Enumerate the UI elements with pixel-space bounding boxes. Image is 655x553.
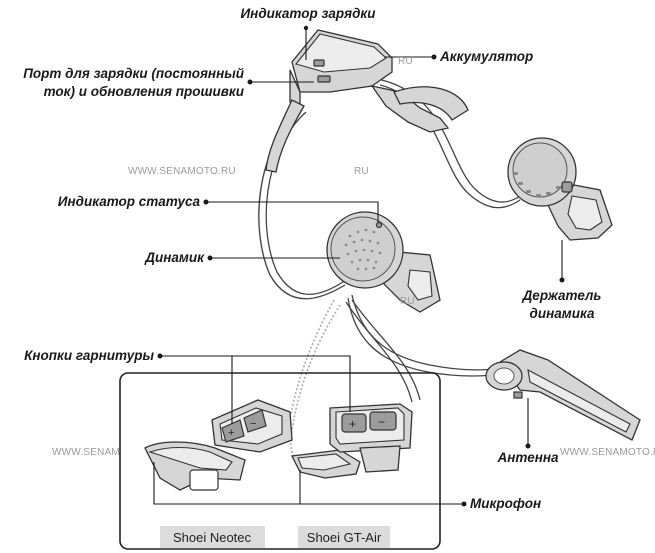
svg-text:−: − bbox=[378, 415, 385, 429]
svg-text:+: + bbox=[228, 427, 234, 439]
charging-port bbox=[318, 76, 330, 82]
label-speaker: Динамик bbox=[144, 250, 205, 265]
label-speaker-holder-line1: Держатель bbox=[522, 288, 602, 303]
label-battery: Аккумулятор bbox=[439, 49, 533, 64]
antenna bbox=[486, 350, 640, 440]
label-headset-buttons: Кнопки гарнитуры bbox=[24, 348, 154, 363]
caption-gt-air: Shoei GT-Air bbox=[298, 526, 390, 548]
neotec-kit: + − bbox=[145, 400, 292, 490]
watermark: RU bbox=[398, 56, 413, 67]
gt-air-minus-button[interactable]: − bbox=[370, 412, 396, 430]
label-charge-indicator: Индикатор зарядки bbox=[240, 6, 376, 21]
speaker-holder bbox=[508, 138, 612, 240]
label-status-indicator: Индикатор статуса bbox=[58, 194, 201, 209]
svg-text:+: + bbox=[349, 417, 356, 431]
gt-air-plus-button[interactable]: + bbox=[342, 414, 366, 432]
label-microphone: Микрофон bbox=[470, 496, 541, 511]
watermark: WWW.SENAMOTO.RU bbox=[560, 447, 655, 458]
label-speaker-holder-line2: динамика bbox=[529, 306, 594, 321]
gt-air-kit: + − bbox=[292, 404, 412, 478]
label-port-line2: ток) и обновления прошивки bbox=[44, 84, 245, 99]
label-antenna: Антенна bbox=[496, 450, 559, 465]
svg-text:Shoei Neotec: Shoei Neotec bbox=[173, 530, 252, 545]
speaker bbox=[327, 212, 440, 312]
caption-neotec: Shoei Neotec bbox=[160, 526, 265, 548]
charge-indicator-led bbox=[314, 60, 324, 66]
watermark: WWW.SENAMOTO.RU bbox=[128, 166, 236, 177]
battery-unit bbox=[266, 30, 468, 172]
label-port-line1: Порт для зарядки (постоянный bbox=[23, 66, 245, 81]
status-indicator-led bbox=[377, 223, 382, 228]
watermark: RU bbox=[354, 166, 369, 177]
svg-text:−: − bbox=[250, 418, 256, 430]
svg-text:Shoei GT-Air: Shoei GT-Air bbox=[307, 530, 382, 545]
watermark: WWW.SENAM bbox=[52, 447, 120, 458]
watermark: RU bbox=[400, 296, 415, 307]
